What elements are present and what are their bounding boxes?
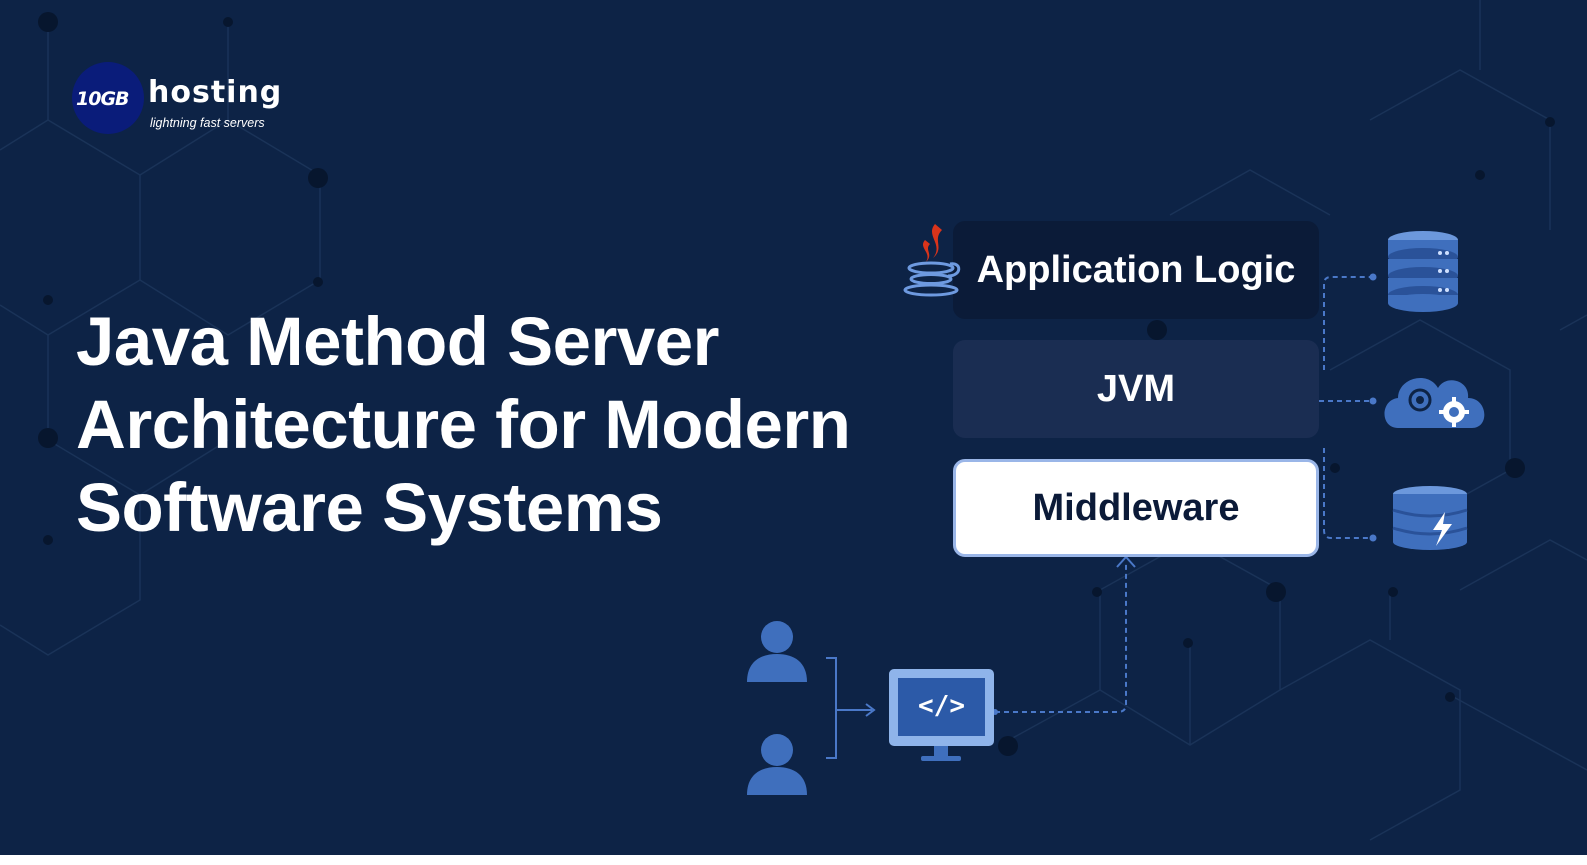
code-glyph: </> bbox=[918, 691, 965, 721]
bottom-edge bbox=[0, 855, 1587, 865]
layer-label: Application Logic bbox=[976, 248, 1296, 291]
layer-middleware: Middleware bbox=[953, 459, 1319, 557]
brand-logo[interactable]: 10GB hosting lightning fast servers bbox=[72, 62, 292, 138]
layer-application-logic: Application Logic bbox=[953, 221, 1319, 319]
layer-label: JVM bbox=[1096, 367, 1176, 410]
layer-jvm: JVM bbox=[953, 340, 1319, 438]
logo-tagline: lightning fast servers bbox=[150, 116, 265, 130]
title-line-3: Software Systems bbox=[76, 469, 663, 546]
layer-label: Middleware bbox=[1032, 486, 1240, 529]
logo-mark: 10GB bbox=[76, 88, 130, 110]
title-line-1: Java Method Server bbox=[76, 303, 719, 380]
logo-wordmark: hosting bbox=[148, 75, 283, 110]
title-line-2: Architecture for Modern bbox=[76, 386, 851, 463]
logo-circle bbox=[72, 62, 144, 134]
page-title: Java Method Server Architecture for Mode… bbox=[76, 300, 896, 549]
